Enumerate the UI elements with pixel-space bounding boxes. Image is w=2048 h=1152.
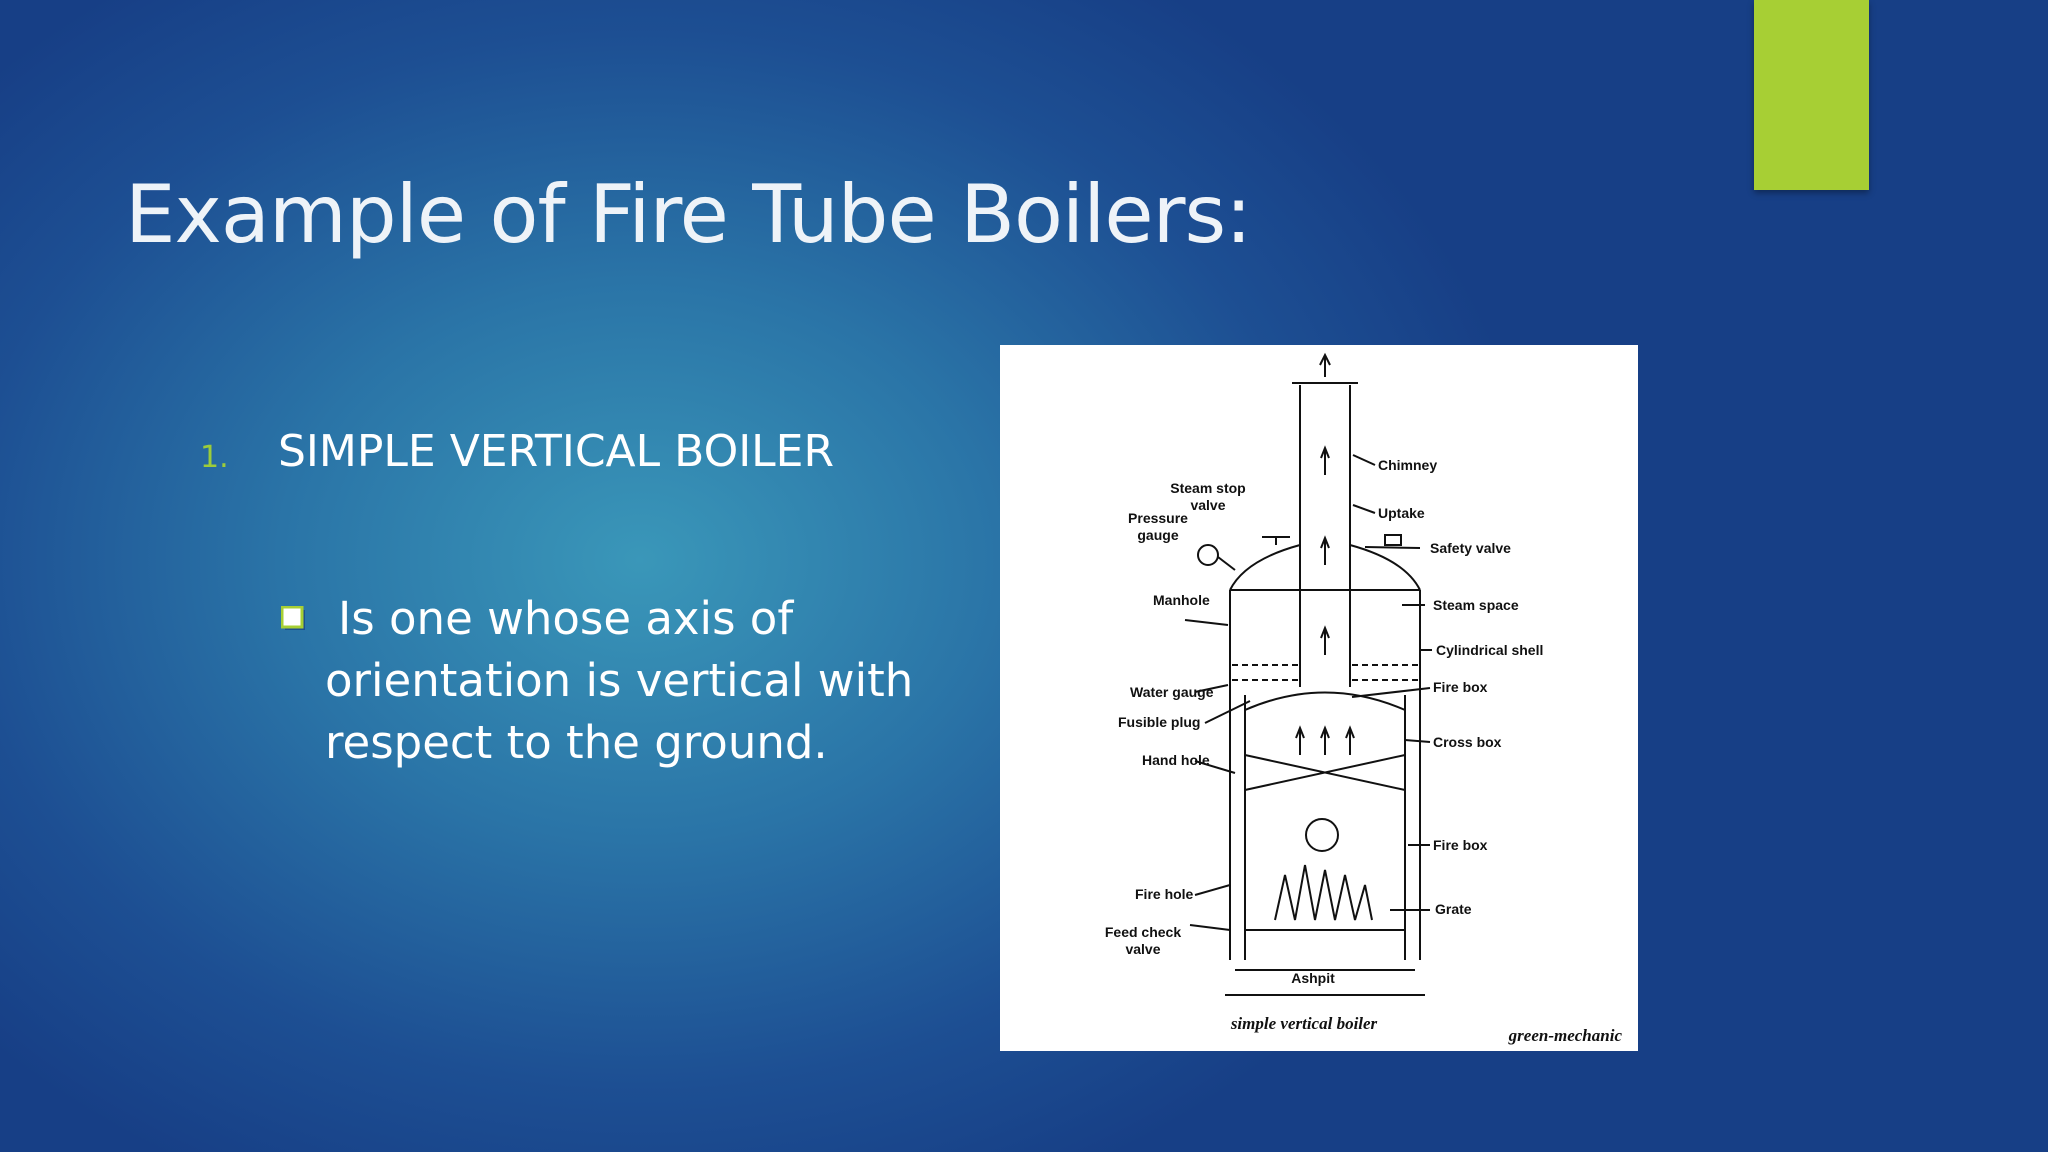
label-water-gauge: Water gauge	[1130, 684, 1214, 700]
label-steam-space: Steam space	[1433, 597, 1519, 613]
label-grate: Grate	[1435, 901, 1472, 917]
label-uptake: Uptake	[1378, 505, 1425, 521]
label-feed-check-valve: Feed check	[1105, 924, 1181, 940]
label-cylindrical-shell: Cylindrical shell	[1436, 642, 1543, 658]
bullet-text: Is one whose axis of orientation is vert…	[325, 592, 914, 769]
label-fire-box-upper: Fire box	[1433, 679, 1488, 695]
label-ashpit: Ashpit	[1291, 970, 1335, 986]
list-item-heading: SIMPLE VERTICAL BOILER	[278, 426, 835, 477]
boiler-diagram-drawing: Chimney Steam stop valve Pressure gauge …	[1105, 352, 1623, 1045]
figure-credit: green-mechanic	[1508, 1026, 1623, 1045]
label-steam-stop-valve: Steam stop	[1170, 480, 1245, 496]
checkbox-bullet-icon	[281, 606, 305, 630]
label-fusible-plug: Fusible plug	[1118, 714, 1200, 730]
label-fire-box-lower: Fire box	[1433, 837, 1488, 853]
label-hand-hole: Hand hole	[1142, 752, 1210, 768]
list-number: 1.	[200, 440, 229, 475]
figure-caption: simple vertical boiler	[1230, 1014, 1378, 1033]
accent-bar	[1754, 0, 1869, 190]
label-steam-stop-valve-2: valve	[1190, 497, 1225, 513]
label-manhole: Manhole	[1153, 592, 1210, 608]
label-pressure-gauge: Pressure	[1128, 510, 1188, 526]
label-fire-hole: Fire hole	[1135, 886, 1194, 902]
slide-title: Example of Fire Tube Boilers:	[125, 168, 1252, 261]
label-cross-box: Cross box	[1433, 734, 1502, 750]
label-pressure-gauge-2: gauge	[1137, 527, 1178, 543]
label-chimney: Chimney	[1378, 457, 1437, 473]
label-safety-valve: Safety valve	[1430, 540, 1511, 556]
label-feed-check-valve-2: valve	[1125, 941, 1160, 957]
boiler-diagram: Chimney Steam stop valve Pressure gauge …	[1000, 345, 1638, 1051]
